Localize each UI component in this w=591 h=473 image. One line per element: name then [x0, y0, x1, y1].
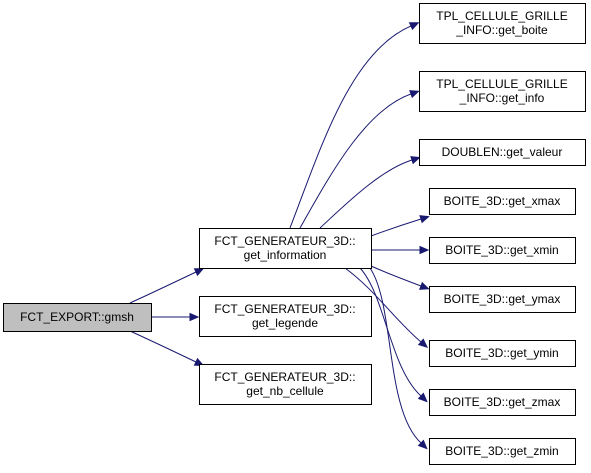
- edge-arrowhead: [417, 392, 428, 403]
- node-box: [199, 296, 372, 337]
- edge-get_information-to-boite_get_xmin: [370, 245, 430, 255]
- node-label-line: TPL_CELLULE_GRILLE: [436, 9, 567, 23]
- node-boite_get_ymax[interactable]: BOITE_3D::get_ymax: [429, 286, 576, 313]
- node-label-line: BOITE_3D::get_zmin: [445, 444, 558, 458]
- edge-get_information-to-boite_get_xmax: [370, 215, 430, 237]
- edge-line: [129, 271, 197, 304]
- node-label-line: TPL_CELLULE_GRILLE: [436, 77, 567, 91]
- node-box: [429, 438, 576, 465]
- edge-arrowhead: [417, 439, 428, 450]
- edge-arrowhead: [419, 215, 430, 224]
- node-boite_get_zmax[interactable]: BOITE_3D::get_zmax: [429, 389, 576, 416]
- edge-get_information-to-tpl_get_info: [299, 90, 420, 229]
- edge-line: [370, 218, 422, 237]
- edge-arrowhead: [409, 90, 420, 99]
- edge-line: [289, 25, 412, 229]
- node-label-line: get_legende: [252, 316, 318, 330]
- edges-layer: [129, 22, 430, 450]
- edge-arrowhead: [189, 312, 200, 322]
- node-label-line: BOITE_3D::get_ymin: [445, 346, 558, 360]
- edge-arrowhead: [419, 281, 430, 290]
- node-box: [429, 389, 576, 416]
- edge-get_information-to-doublen_get_valeur: [319, 156, 421, 229]
- node-box: [429, 188, 576, 215]
- edge-arrowhead: [417, 338, 429, 349]
- node-tpl_get_info[interactable]: TPL_CELLULE_GRILLE_INFO::get_info: [419, 71, 586, 112]
- node-label-line: BOITE_3D::get_zmax: [444, 395, 561, 409]
- node-label-line: DOUBLEN::get_valeur: [442, 145, 563, 159]
- node-box: [199, 364, 372, 405]
- edge-get_information-to-boite_get_ymax: [370, 265, 430, 290]
- node-box: [199, 228, 372, 269]
- node-label-line: FCT_GENERATEUR_3D::: [214, 234, 355, 248]
- node-get_nb_cellule[interactable]: FCT_GENERATEUR_3D::get_nb_cellule: [199, 364, 372, 405]
- node-box: [419, 3, 586, 44]
- node-tpl_get_boite[interactable]: TPL_CELLULE_GRILLE_INFO::get_boite: [419, 3, 586, 44]
- node-boite_get_xmin[interactable]: BOITE_3D::get_xmin: [429, 237, 576, 264]
- edge-fct_export_gmsh-to-get_information: [129, 268, 205, 304]
- node-boite_get_xmax[interactable]: BOITE_3D::get_xmax: [429, 188, 576, 215]
- edge-arrowhead: [410, 156, 421, 165]
- node-boite_get_ymin[interactable]: BOITE_3D::get_ymin: [429, 340, 576, 367]
- node-box: [429, 286, 576, 313]
- edge-line: [129, 330, 197, 363]
- edge-get_information-to-boite_get_zmax: [359, 267, 428, 403]
- edge-get_information-to-boite_get_ymin: [344, 267, 429, 349]
- node-label-line: BOITE_3D::get_ymax: [444, 292, 561, 306]
- node-doublen_get_valeur[interactable]: DOUBLEN::get_valeur: [419, 139, 586, 166]
- node-label-line: FCT_GENERATEUR_3D::: [214, 370, 355, 384]
- edge-get_information-to-boite_get_zmin: [369, 267, 428, 450]
- edge-line: [359, 267, 422, 397]
- edge-arrowhead: [419, 245, 430, 255]
- nodes-layer: FCT_EXPORT::gmshFCT_GENERATEUR_3D::get_i…: [3, 3, 586, 465]
- node-label-line: BOITE_3D::get_xmin: [445, 243, 558, 257]
- edge-line: [344, 267, 422, 343]
- node-box: [429, 237, 576, 264]
- edge-arrowhead: [193, 357, 205, 366]
- node-label-line: get_information: [244, 248, 327, 262]
- node-fct_export_gmsh[interactable]: FCT_EXPORT::gmsh: [3, 303, 152, 332]
- node-label-line: _INFO::get_info: [459, 91, 545, 105]
- node-box: [419, 139, 586, 166]
- edge-line: [319, 159, 413, 229]
- edge-fct_export_gmsh-to-get_nb_cellule: [129, 330, 205, 366]
- node-label-line: FCT_EXPORT::gmsh: [20, 310, 134, 324]
- node-get_information[interactable]: FCT_GENERATEUR_3D::get_information: [199, 228, 372, 269]
- node-label-line: FCT_GENERATEUR_3D::: [214, 302, 355, 316]
- edge-arrowhead: [408, 22, 420, 31]
- node-box: [419, 71, 586, 112]
- node-box: [3, 303, 152, 332]
- node-label-line: _INFO::get_boite: [455, 23, 548, 37]
- node-box: [429, 340, 576, 367]
- node-label-line: get_nb_cellule: [246, 384, 324, 398]
- edge-arrowhead: [193, 268, 205, 277]
- node-label-line: BOITE_3D::get_xmax: [444, 194, 561, 208]
- edge-line: [299, 93, 412, 229]
- node-boite_get_zmin[interactable]: BOITE_3D::get_zmin: [429, 438, 576, 465]
- edge-line: [370, 265, 422, 287]
- edge-get_information-to-tpl_get_boite: [289, 22, 420, 229]
- edge-line: [369, 267, 422, 444]
- node-get_legende[interactable]: FCT_GENERATEUR_3D::get_legende: [199, 296, 372, 337]
- edge-fct_export_gmsh-to-get_legende: [151, 312, 200, 322]
